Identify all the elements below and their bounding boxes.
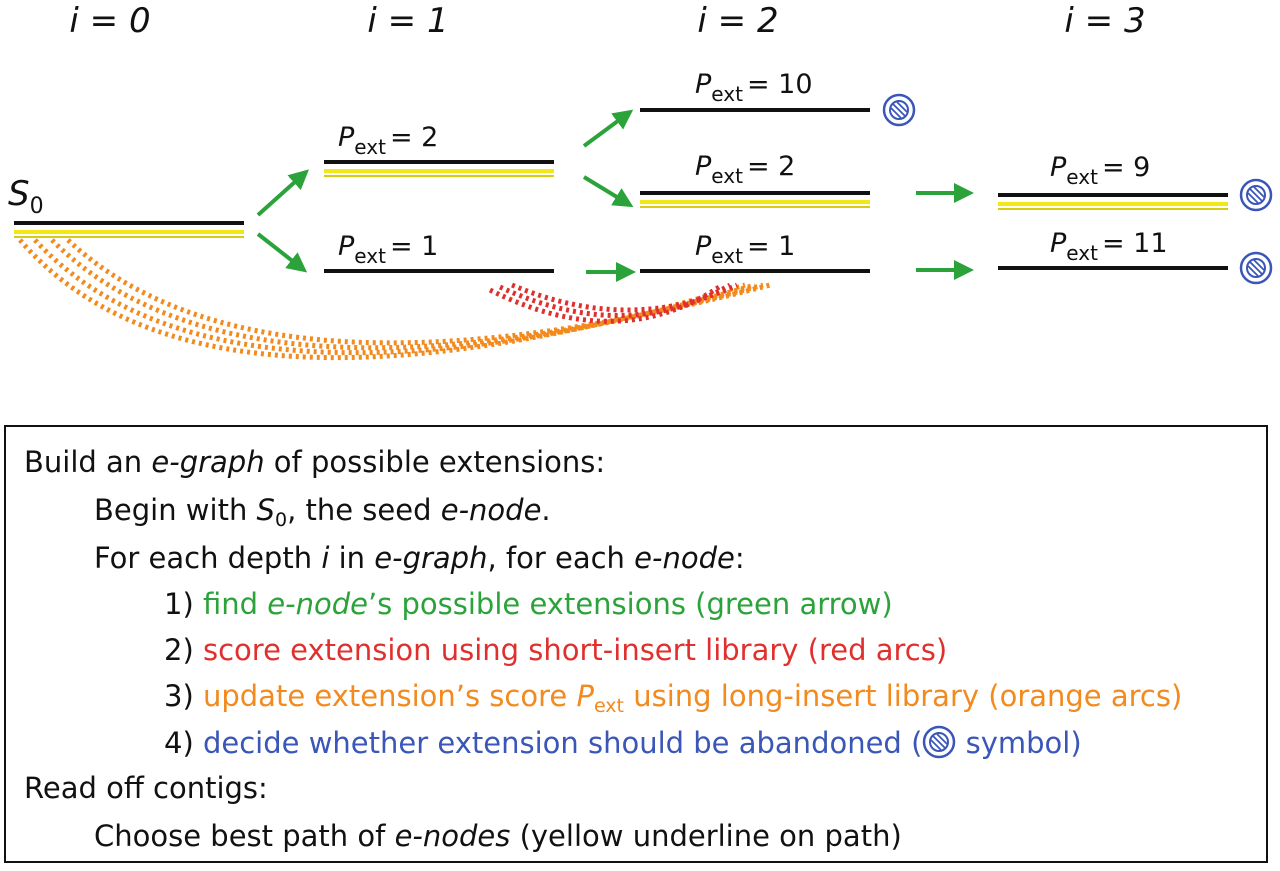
depth-header-1: i = 1 [367,1,448,41]
e-node: Pext= 10 [640,69,870,112]
svg-text:Pext= 9: Pext= 9 [1050,152,1150,189]
abandon-symbol-icon [1239,178,1273,212]
svg-text:Pext= 2: Pext= 2 [695,151,795,188]
legend-line-read-off: Read off contigs: [24,771,268,805]
legend-line-for-each: For each depth i in e-graph, for each e-… [94,541,745,575]
red-arcs [488,282,739,324]
e-node: Pext= 2 [324,122,554,177]
svg-text:Pext= 11: Pext= 11 [1050,228,1168,265]
e-node: Pext= 2 [640,151,870,208]
e-node: Pext= 9 [998,152,1228,210]
seed-node: S0 [8,174,244,238]
legend-step-2: 2) score extension using short-insert li… [164,633,948,667]
abandon-symbol-icon [923,725,956,759]
depth-header-0: i = 0 [69,1,150,41]
legend-line-build: Build an e-graph of possible extensions: [24,445,606,479]
legend-step-4: 4) decide whether extension should be ab… [164,725,1082,760]
svg-text:Pext= 2: Pext= 2 [338,122,438,159]
abandon-symbol-icon [1239,251,1273,285]
e-node: Pext= 11 [998,228,1228,270]
e-graph-diagram: i = 0 i = 1 i = 2 i = 3 S0 Pext= 2 Pext=… [8,1,1273,361]
algorithm-description-box: Build an e-graph of possible extensions:… [4,425,1268,863]
svg-text:Pext= 1: Pext= 1 [695,231,795,268]
depth-header-3: i = 3 [1064,1,1145,41]
green-arrows [256,109,974,282]
abandon-symbol-icon [882,93,916,127]
legend-step-3: 3) update extension’s score Pext using l… [164,679,1183,717]
svg-text:Pext= 1: Pext= 1 [338,231,438,268]
e-node: Pext= 1 [324,231,554,273]
legend-line-begin: Begin with S0, the seed e-node. [94,493,551,531]
legend-step-1: 1) find e-node’s possible extensions (gr… [164,587,893,621]
legend-line-choose: Choose best path of e-nodes (yellow unde… [94,819,902,853]
depth-header-2: i = 2 [697,1,778,41]
e-node: Pext= 1 [640,231,870,273]
seed-label: S0 [8,174,44,219]
svg-text:Pext= 10: Pext= 10 [695,69,813,106]
